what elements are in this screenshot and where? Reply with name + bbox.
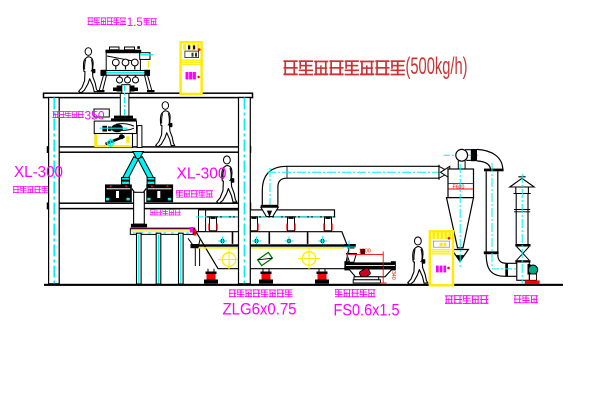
svg-text:350: 350 xyxy=(85,109,105,123)
svg-text:F600: F600 xyxy=(453,184,465,190)
svg-text:FS0.6x1.5: FS0.6x1.5 xyxy=(334,301,400,320)
svg-text:(500kg/h): (500kg/h) xyxy=(406,53,468,80)
svg-text:ZLG6x0.75: ZLG6x0.75 xyxy=(223,300,297,319)
svg-text:340: 340 xyxy=(390,271,396,280)
svg-text:XL-300: XL-300 xyxy=(177,166,227,183)
svg-text:XL-300: XL-300 xyxy=(14,164,63,181)
svg-text:1.5: 1.5 xyxy=(127,17,143,29)
svg-text:1500: 1500 xyxy=(359,249,371,255)
